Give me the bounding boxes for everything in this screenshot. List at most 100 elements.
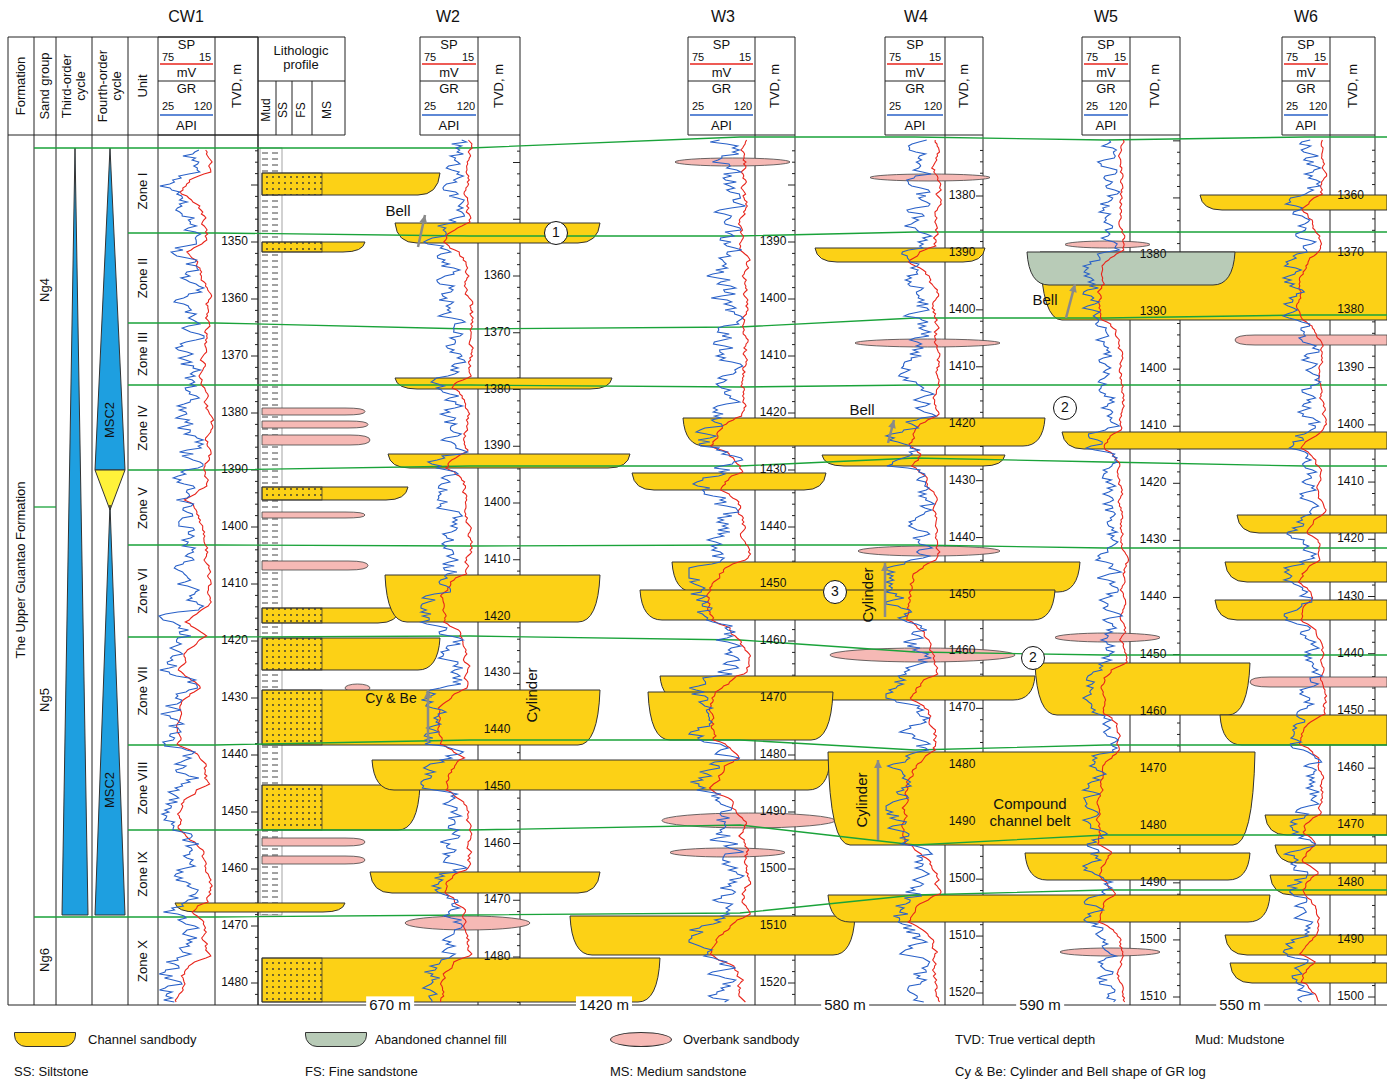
depth-tick [980,981,983,982]
depth-tick [255,823,258,824]
scale-value: 120 [1109,100,1127,113]
legend-note: TVD: True vertical depth [955,1033,1095,1048]
depth-tick [1372,630,1375,631]
depth-tick [517,298,520,299]
depth-value: 1480 [949,758,976,772]
sand-group: Ng6 [38,948,53,972]
legend-swatch [305,1032,367,1047]
depth-value: 1450 [1337,704,1364,718]
depth-value: 1380 [949,189,976,203]
depth-tick [1173,597,1180,598]
scale-value: 15 [1314,51,1326,64]
depth-tick [1372,218,1375,219]
depth-value: 1420 [221,634,248,648]
depth-value: 1430 [221,691,248,705]
fourth-order-cycle [95,470,125,510]
depth-tick [255,834,258,835]
log-unit: API [1096,119,1117,134]
depth-tick [792,287,795,288]
depth-tick [517,639,520,640]
depth-tick [1372,688,1375,689]
depth-tick [1372,504,1375,505]
depth-tick [980,719,983,720]
depth-tick [255,789,258,790]
depth-tick [1372,871,1375,872]
depth-tick [1177,848,1180,849]
depth-tick [1177,723,1180,724]
scale-value: 120 [734,100,752,113]
depth-tick [980,947,983,948]
log-header: SP [906,38,923,53]
scale-value: 75 [1286,51,1298,64]
depth-tick [980,400,983,401]
depth-tick [980,924,983,925]
depth-value: 1440 [221,748,248,762]
channel-sandbody [262,638,440,670]
depth-tick [788,869,795,870]
depth-tick [792,150,795,151]
depth-tick [517,423,520,424]
depth-tick [513,673,520,674]
depth-value: 1500 [1337,990,1364,1004]
depth-tick [517,571,520,572]
depth-tick [788,470,795,471]
well-spacing: 580 m [821,996,869,1013]
depth-tick [1372,184,1375,185]
legend-text: Channel sandbody [88,1033,196,1048]
sp-log-curve [707,140,751,1002]
depth-tick [255,766,258,767]
depth-tick [255,561,258,562]
legend-text: Overbank sandbody [683,1033,799,1048]
callout-number: 2 [1022,647,1044,668]
overbank-sandbody [262,561,368,570]
zone-label: Zone III [136,332,151,376]
table-line [8,135,345,136]
sp-scale-line [422,63,476,65]
depth-tick [251,755,258,756]
depth-tick [255,686,258,687]
trend-arrow-head [881,563,889,571]
scale-value: 75 [424,51,436,64]
lithology-header: MS [321,101,335,119]
overbank-sandbody [262,435,370,445]
depth-tick [1372,985,1375,986]
depth-tick [980,674,983,675]
overbank-sandbody [1060,948,1160,956]
depth-tick [517,264,520,265]
depth-value: 1410 [949,360,976,374]
depth-value: 1390 [760,235,787,249]
depth-tick [255,424,258,425]
depth-value: 1510 [949,929,976,943]
scale-value: 120 [194,100,212,113]
depth-value: 1430 [1337,590,1364,604]
channel-sandbody [1270,875,1387,895]
depth-tick [255,914,258,915]
depth-tick [976,366,983,367]
gr-scale-line [422,114,476,116]
zone-label: Zone VI [136,568,151,614]
depth-value: 1520 [760,976,787,990]
depth-tick [980,173,983,174]
depth-tick [1372,356,1375,357]
log-header: GR [177,82,197,97]
depth-tick [255,276,258,277]
scale-value: 25 [889,100,901,113]
depth-value: 1390 [1140,305,1167,319]
scale-value: 75 [889,51,901,64]
depth-tick [513,957,520,958]
log-header: SP [1297,38,1314,53]
formation-name: The Upper Guantao Formation [14,481,29,658]
header-line [158,37,258,38]
depth-value: 1430 [760,463,787,477]
depth-tick [1372,150,1375,151]
depth-tick [792,960,795,961]
header-line [1082,37,1083,135]
column-line [755,37,756,1005]
sand-group-boundary [34,506,56,507]
depth-tick [792,264,795,265]
depth-value: 1360 [221,292,248,306]
sandstone-lithology [262,638,322,670]
depth-tick [513,503,520,504]
overbank-sandbody [1235,335,1387,345]
depth-value: 1490 [760,805,787,819]
